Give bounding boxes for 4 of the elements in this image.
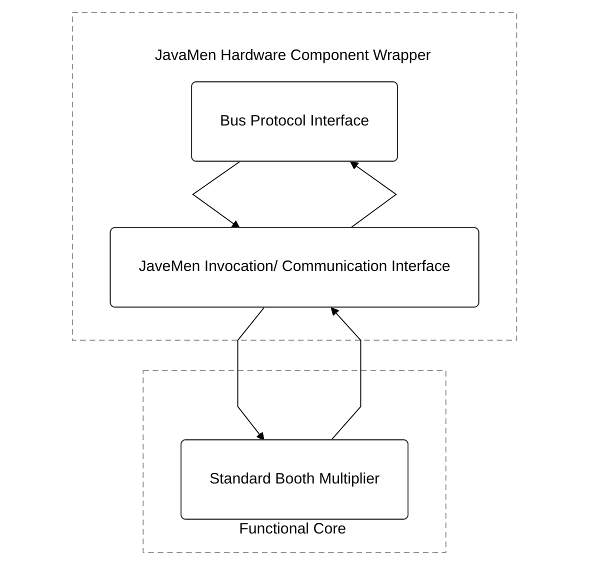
arrow [331,307,362,441]
arrow [350,161,398,229]
arrow [238,307,265,441]
arrow [192,161,241,228]
